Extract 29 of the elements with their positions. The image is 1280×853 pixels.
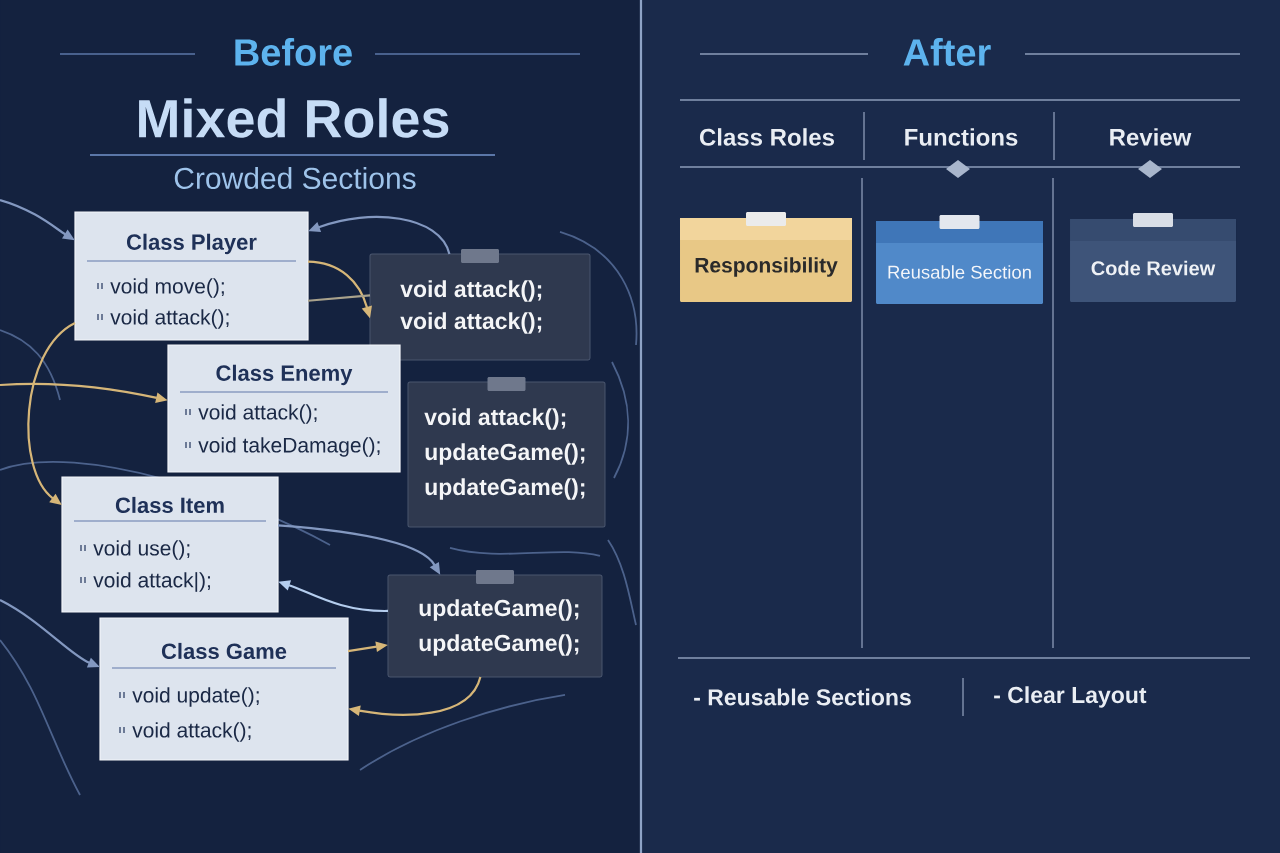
panel-heading: Before <box>235 38 352 66</box>
column-header: Class Roles <box>699 128 834 146</box>
class-name: Class Enemy <box>216 364 353 386</box>
folder-card: Reusable Section <box>876 215 1043 304</box>
method-line: void attack(); <box>198 404 317 424</box>
column-header: Functions <box>905 128 1018 146</box>
connector-line <box>307 294 371 302</box>
folder-card: Responsibility <box>680 212 852 302</box>
class-card <box>74 211 309 341</box>
method-line: void move(); <box>110 278 224 298</box>
class-name: Class Player <box>127 233 257 255</box>
method-line: void attack(); <box>132 722 251 742</box>
main-heading: Mixed Roles <box>139 98 449 138</box>
method-line: void attack(); <box>110 309 229 329</box>
method-line: void update(); <box>132 687 259 707</box>
method-line: void use(); <box>93 540 190 560</box>
subheading: Crowded Sections <box>174 166 416 189</box>
class-name: Class Item <box>115 496 224 514</box>
panel-heading: After <box>903 38 991 66</box>
column-header: Review <box>1110 128 1192 146</box>
class-name: Class Game <box>161 642 287 660</box>
folder-card: Code Review <box>1070 213 1236 302</box>
class-card <box>99 617 349 761</box>
method-line: void attack|); <box>93 572 210 592</box>
method-line: void takeDamage(); <box>198 437 380 457</box>
class-card <box>61 476 279 613</box>
list-item: - Reusable Sections <box>694 688 911 706</box>
list-item: - Clear Layout <box>994 686 1147 708</box>
class-card <box>167 344 401 473</box>
